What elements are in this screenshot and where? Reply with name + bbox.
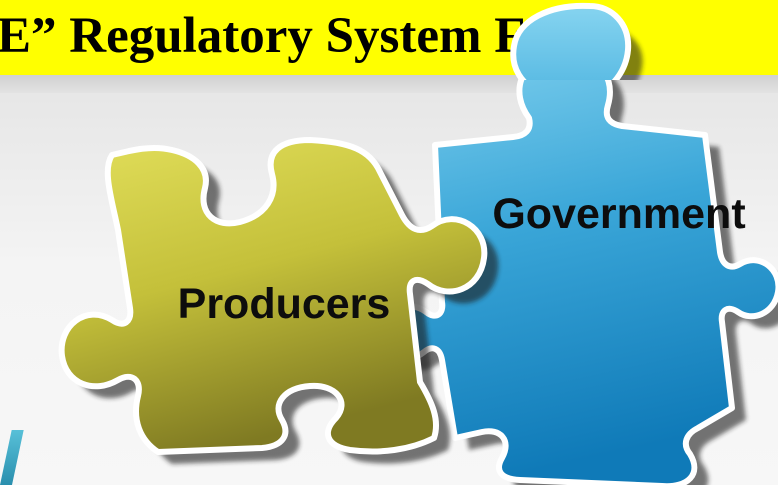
government-piece [382,50,778,485]
title-bar: E” Regulatory System Food [0,0,778,75]
producers-piece-shape [58,137,488,455]
government-label: Government [492,190,745,238]
slide-title: E” Regulatory System Food [0,8,605,64]
producers-label: Producers [178,280,391,328]
government-tab [510,2,632,80]
producers-piece [58,137,499,464]
